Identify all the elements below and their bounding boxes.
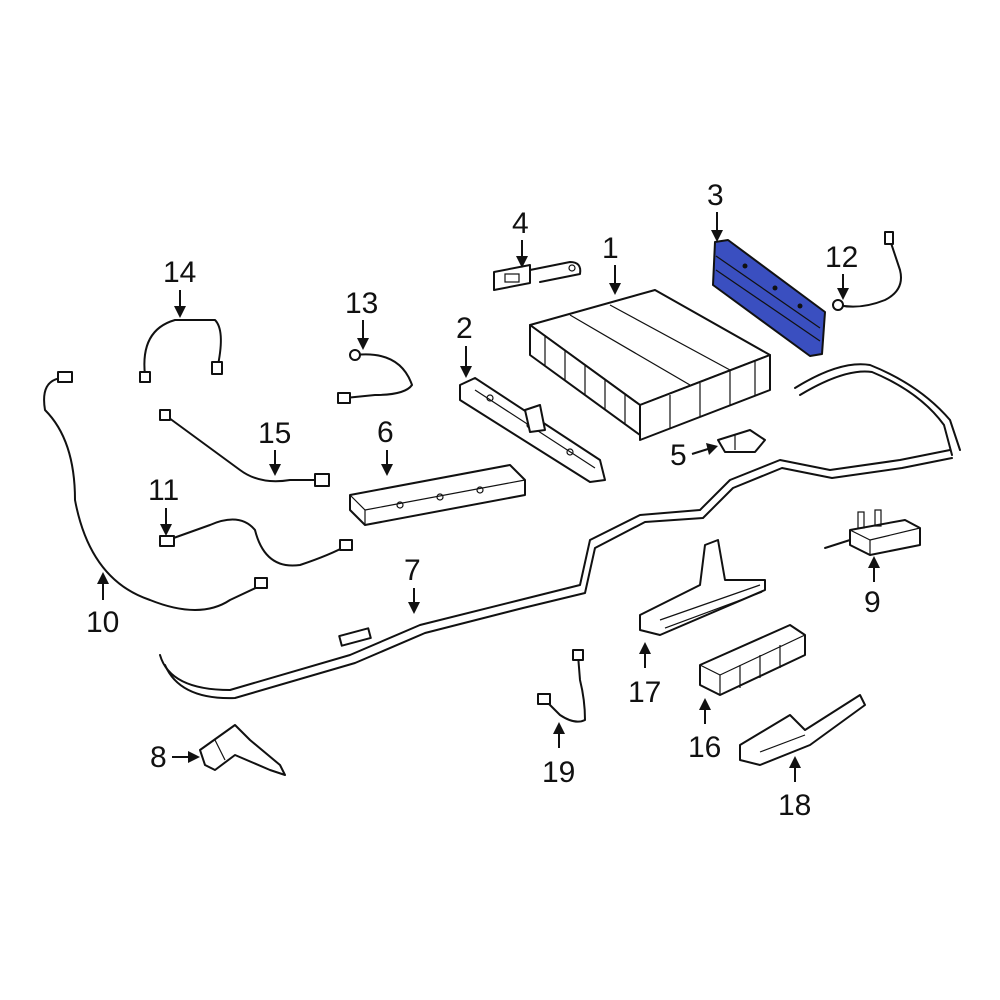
arrowhead-7	[408, 602, 420, 614]
callout-5: 5	[670, 439, 687, 472]
callout-1: 1	[602, 232, 619, 265]
callout-10: 10	[86, 606, 119, 639]
arrowhead-2	[460, 366, 472, 378]
arrowhead-17	[639, 642, 651, 654]
callout-4: 4	[512, 207, 529, 240]
callout-9: 9	[864, 586, 881, 619]
part-5-mount-bracket[interactable]	[717, 429, 766, 453]
arrowhead-13	[357, 338, 369, 350]
arrowhead-6	[381, 464, 393, 476]
callout-3: 3	[707, 179, 724, 212]
arrowhead-12	[837, 288, 849, 300]
arrowhead-1	[609, 283, 621, 295]
callout-12: 12	[825, 241, 858, 274]
arrowhead-10	[97, 572, 109, 584]
part-1-battery-pack[interactable]	[529, 289, 771, 441]
part-12-cable[interactable]	[832, 231, 902, 311]
callout-19: 19	[542, 756, 575, 789]
part-8-bracket[interactable]	[199, 724, 286, 776]
callout-7: 7	[404, 554, 421, 587]
part-7-main-harness[interactable]	[159, 363, 961, 700]
arrowhead-18	[789, 756, 801, 768]
part-13-cable[interactable]	[337, 349, 413, 404]
callout-14: 14	[163, 256, 196, 289]
arrowhead-9	[868, 556, 880, 568]
callout-17: 17	[628, 676, 661, 709]
arrowhead-11	[160, 524, 172, 536]
callout-8: 8	[150, 741, 167, 774]
part-4-small-bracket[interactable]	[493, 261, 582, 291]
arrowhead-16	[699, 698, 711, 710]
callout-16: 16	[688, 731, 721, 764]
arrow-5	[691, 448, 709, 455]
part-16-control-module[interactable]	[699, 624, 806, 696]
part-2-bracket-rail[interactable]	[459, 377, 606, 483]
callout-18: 18	[778, 789, 811, 822]
part-9-relay-box[interactable]	[824, 509, 921, 556]
arrowhead-15	[269, 464, 281, 476]
arrowhead-8	[188, 751, 200, 763]
part-18-cover[interactable]	[739, 694, 866, 766]
arrowhead-3	[711, 230, 723, 242]
callout-2: 2	[456, 312, 473, 345]
part-19-sensor-cable[interactable]	[537, 649, 586, 723]
part-6-converter-module[interactable]	[349, 464, 526, 526]
arrowhead-4	[516, 256, 528, 268]
callout-13: 13	[345, 287, 378, 320]
part-11-cable[interactable]	[159, 518, 353, 567]
part-3-cover-plate-highlighted[interactable]	[712, 239, 826, 357]
callout-6: 6	[377, 416, 394, 449]
arrowhead-19	[553, 722, 565, 734]
callout-11: 11	[148, 474, 179, 507]
arrowhead-5	[706, 443, 718, 455]
arrowhead-14	[174, 306, 186, 318]
part-15-cable[interactable]	[159, 409, 330, 487]
part-10-cable[interactable]	[43, 371, 268, 611]
part-17-tray-bracket[interactable]	[639, 539, 766, 636]
callout-15: 15	[258, 417, 291, 450]
part-14-cable[interactable]	[139, 319, 223, 383]
